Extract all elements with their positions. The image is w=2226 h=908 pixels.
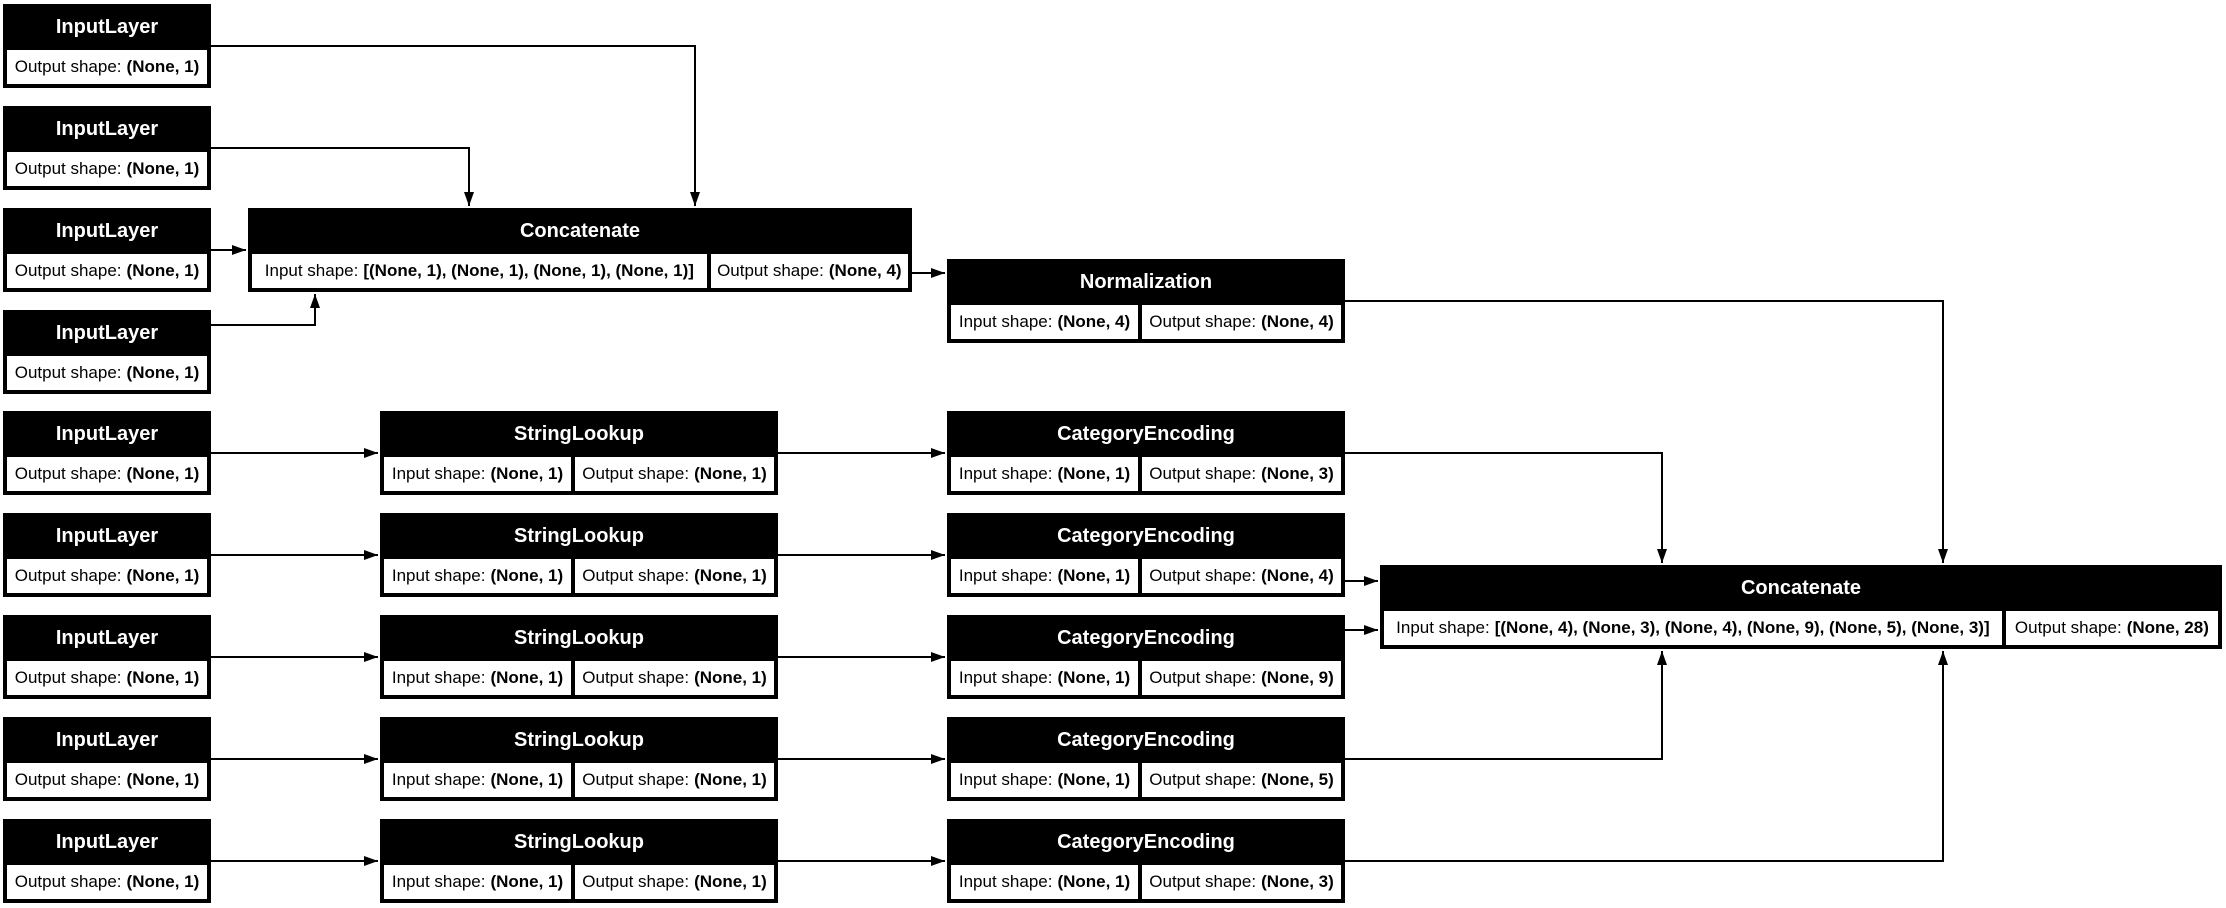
node-title: InputLayer bbox=[5, 210, 209, 252]
input-shape-cell: Input shape:(None, 1) bbox=[949, 557, 1141, 595]
edge-categoryencoding1-to-concatenate2 bbox=[1344, 452, 1667, 563]
node-title: CategoryEncoding bbox=[949, 515, 1343, 557]
node-concatenate-1: Concatenate Input shape:[(None, 1), (Non… bbox=[248, 208, 912, 292]
output-shape-cell: Output shape:(None, 3) bbox=[1140, 455, 1343, 493]
node-stringlookup-5: StringLookup Input shape:(None, 1) Outpu… bbox=[380, 819, 778, 903]
node-title: Concatenate bbox=[1382, 567, 2220, 609]
output-shape-cell: Output shape:(None, 1) bbox=[5, 48, 209, 86]
node-title: StringLookup bbox=[382, 413, 776, 455]
input-shape-cell: Input shape:(None, 4) bbox=[949, 303, 1141, 341]
node-categoryencoding-4: CategoryEncoding Input shape:(None, 1) O… bbox=[947, 717, 1345, 801]
output-shape-cell: Output shape:(None, 1) bbox=[5, 150, 209, 188]
node-title: InputLayer bbox=[5, 719, 209, 761]
node-stringlookup-3: StringLookup Input shape:(None, 1) Outpu… bbox=[380, 615, 778, 699]
input-shape-cell: Input shape:(None, 1) bbox=[382, 557, 574, 595]
input-shape-cell: Input shape:(None, 1) bbox=[949, 761, 1141, 799]
node-title: StringLookup bbox=[382, 719, 776, 761]
node-title: InputLayer bbox=[5, 312, 209, 354]
edge-input2-to-concatenate1 bbox=[211, 147, 474, 206]
node-title: InputLayer bbox=[5, 515, 209, 557]
node-title: Normalization bbox=[949, 261, 1343, 303]
node-title: InputLayer bbox=[5, 413, 209, 455]
output-shape-cell: Output shape:(None, 1) bbox=[573, 659, 776, 697]
edge-categoryencoding5-to-concatenate2 bbox=[1344, 651, 1948, 862]
node-title: StringLookup bbox=[382, 515, 776, 557]
node-inputlayer-2: InputLayer Output shape:(None, 1) bbox=[3, 106, 211, 190]
output-shape-cell: Output shape:(None, 4) bbox=[1140, 557, 1343, 595]
output-shape-cell: Output shape:(None, 1) bbox=[5, 252, 209, 290]
output-shape-cell: Output shape:(None, 1) bbox=[5, 761, 209, 799]
output-shape-cell: Output shape:(None, 28) bbox=[2003, 609, 2220, 647]
output-shape-cell: Output shape:(None, 1) bbox=[5, 863, 209, 901]
output-shape-cell: Output shape:(None, 1) bbox=[573, 863, 776, 901]
node-inputlayer-5: InputLayer Output shape:(None, 1) bbox=[3, 411, 211, 495]
edge-input1-to-concatenate1 bbox=[211, 45, 700, 206]
node-inputlayer-3: InputLayer Output shape:(None, 1) bbox=[3, 208, 211, 292]
node-title: Concatenate bbox=[250, 210, 910, 252]
input-shape-cell: Input shape:(None, 1) bbox=[382, 761, 574, 799]
node-stringlookup-1: StringLookup Input shape:(None, 1) Outpu… bbox=[380, 411, 778, 495]
output-shape-cell: Output shape:(None, 1) bbox=[5, 659, 209, 697]
input-shape-cell: Input shape:[(None, 4), (None, 3), (None… bbox=[1382, 609, 2004, 647]
input-shape-cell: Input shape:[(None, 1), (None, 1), (None… bbox=[250, 252, 709, 290]
edge-normalization-to-concatenate2 bbox=[1344, 300, 1948, 563]
node-categoryencoding-5: CategoryEncoding Input shape:(None, 1) O… bbox=[947, 819, 1345, 903]
output-shape-cell: Output shape:(None, 1) bbox=[573, 455, 776, 493]
node-normalization: Normalization Input shape:(None, 4) Outp… bbox=[947, 259, 1345, 343]
node-inputlayer-1: InputLayer Output shape:(None, 1) bbox=[3, 4, 211, 88]
output-shape-cell: Output shape:(None, 5) bbox=[1140, 761, 1343, 799]
node-title: InputLayer bbox=[5, 821, 209, 863]
output-shape-cell: Output shape:(None, 4) bbox=[708, 252, 910, 290]
edge-categoryencoding4-to-concatenate2 bbox=[1344, 651, 1667, 760]
node-title: CategoryEncoding bbox=[949, 617, 1343, 659]
output-shape-cell: Output shape:(None, 1) bbox=[5, 354, 209, 392]
node-title: CategoryEncoding bbox=[949, 821, 1343, 863]
input-shape-cell: Input shape:(None, 1) bbox=[949, 659, 1141, 697]
output-shape-cell: Output shape:(None, 1) bbox=[5, 557, 209, 595]
node-inputlayer-6: InputLayer Output shape:(None, 1) bbox=[3, 513, 211, 597]
node-inputlayer-8: InputLayer Output shape:(None, 1) bbox=[3, 717, 211, 801]
node-categoryencoding-2: CategoryEncoding Input shape:(None, 1) O… bbox=[947, 513, 1345, 597]
node-title: StringLookup bbox=[382, 617, 776, 659]
node-inputlayer-7: InputLayer Output shape:(None, 1) bbox=[3, 615, 211, 699]
node-inputlayer-4: InputLayer Output shape:(None, 1) bbox=[3, 310, 211, 394]
output-shape-cell: Output shape:(None, 1) bbox=[573, 761, 776, 799]
node-categoryencoding-3: CategoryEncoding Input shape:(None, 1) O… bbox=[947, 615, 1345, 699]
node-title: InputLayer bbox=[5, 617, 209, 659]
output-shape-cell: Output shape:(None, 1) bbox=[573, 557, 776, 595]
node-title: InputLayer bbox=[5, 108, 209, 150]
input-shape-cell: Input shape:(None, 1) bbox=[949, 863, 1141, 901]
node-stringlookup-2: StringLookup Input shape:(None, 1) Outpu… bbox=[380, 513, 778, 597]
node-title: InputLayer bbox=[5, 6, 209, 48]
input-shape-cell: Input shape:(None, 1) bbox=[382, 659, 574, 697]
output-shape-cell: Output shape:(None, 3) bbox=[1140, 863, 1343, 901]
edge-input4-to-concatenate1 bbox=[211, 294, 320, 326]
input-shape-cell: Input shape:(None, 1) bbox=[382, 455, 574, 493]
output-shape-cell: Output shape:(None, 4) bbox=[1140, 303, 1343, 341]
output-shape-cell: Output shape:(None, 1) bbox=[5, 455, 209, 493]
node-concatenate-2: Concatenate Input shape:[(None, 4), (Non… bbox=[1380, 565, 2222, 649]
output-shape-cell: Output shape:(None, 9) bbox=[1140, 659, 1343, 697]
node-title: StringLookup bbox=[382, 821, 776, 863]
node-inputlayer-9: InputLayer Output shape:(None, 1) bbox=[3, 819, 211, 903]
input-shape-cell: Input shape:(None, 1) bbox=[382, 863, 574, 901]
node-title: CategoryEncoding bbox=[949, 719, 1343, 761]
node-stringlookup-4: StringLookup Input shape:(None, 1) Outpu… bbox=[380, 717, 778, 801]
node-title: CategoryEncoding bbox=[949, 413, 1343, 455]
input-shape-cell: Input shape:(None, 1) bbox=[949, 455, 1141, 493]
node-categoryencoding-1: CategoryEncoding Input shape:(None, 1) O… bbox=[947, 411, 1345, 495]
